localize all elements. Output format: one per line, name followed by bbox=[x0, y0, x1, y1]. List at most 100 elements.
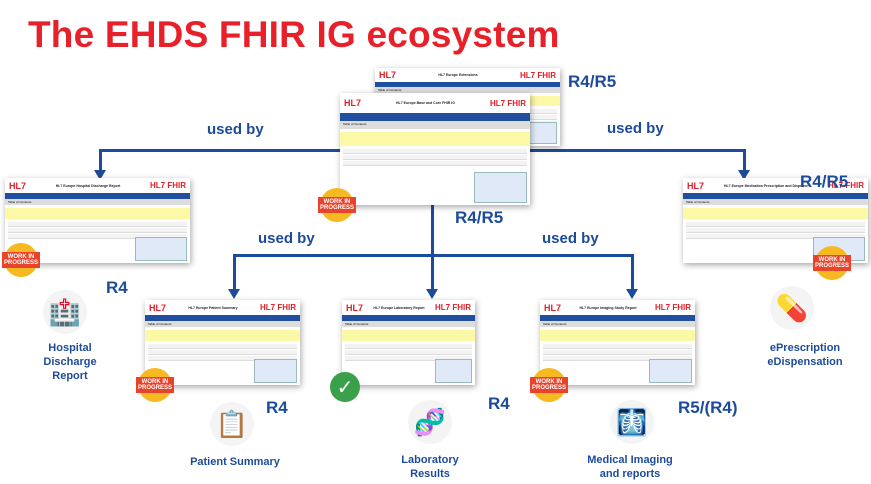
connector-bottom-horizontal bbox=[234, 254, 634, 257]
thumb-header: HL7 HL7 Europe Laboratory Report HL7 FHIR bbox=[342, 300, 475, 315]
arrow-down bbox=[738, 170, 750, 180]
label-line: Laboratory bbox=[401, 454, 459, 466]
version-base: R4/R5 bbox=[455, 208, 504, 227]
thumb-toc: Table of Contents bbox=[540, 321, 695, 328]
used-by-label: used by bbox=[207, 121, 264, 138]
arrow-down bbox=[228, 289, 240, 299]
thumb-notice bbox=[540, 330, 695, 342]
work-in-progress-badge: WORK IN PROGRESS bbox=[2, 243, 40, 277]
ig-thumbnail-hospital-discharge[interactable]: HL7 HL7 Europe Hospital Discharge Report H… bbox=[5, 178, 190, 263]
thumb-rows bbox=[345, 344, 472, 362]
label-line: and reports bbox=[599, 468, 661, 480]
badge-text: WORK IN PROGRESS bbox=[136, 377, 174, 393]
version-hdr: R4 bbox=[106, 278, 128, 297]
thumb-navbar bbox=[540, 315, 695, 322]
ig-thumbnail-imaging[interactable]: HL7 HL7 Europe Imaging Study Report HL7 FH… bbox=[540, 300, 695, 385]
hospital-icon: 🏥 bbox=[43, 290, 87, 334]
pills-icon: 💊 bbox=[770, 286, 814, 330]
ig-title: HL7 Europe Imaging Study Report bbox=[579, 305, 637, 310]
hl7-fhir-logo: HL7 FHIR bbox=[150, 181, 186, 191]
thumb-sidebar bbox=[473, 171, 527, 203]
connector-center-down bbox=[431, 200, 434, 256]
thumb-toc: Table of Contents bbox=[340, 120, 530, 129]
thumb-rows bbox=[8, 222, 187, 240]
label-hospital-discharge: Hospital Discharge Report bbox=[43, 342, 97, 382]
work-in-progress-badge: WORK IN PROGRESS bbox=[530, 368, 568, 402]
thumb-header: HL7 HL7 Europe Hospital Discharge Report H… bbox=[5, 178, 190, 193]
thumb-notice bbox=[342, 330, 475, 342]
ig-title: HL7 Europe Extensions bbox=[438, 73, 478, 78]
thumb-toc: Table of Contents bbox=[683, 199, 868, 206]
thumb-sidebar bbox=[135, 237, 187, 261]
label-line: eDispensation bbox=[767, 356, 843, 368]
hl7-logo: HL7 bbox=[346, 302, 364, 313]
label-line: ePrescription bbox=[769, 342, 841, 354]
hl7-logo: HL7 bbox=[379, 70, 397, 81]
clipboard-patient-icon: 📋 bbox=[210, 402, 254, 446]
hl7-fhir-logo: HL7 FHIR bbox=[655, 303, 691, 313]
hl7-logo: HL7 bbox=[544, 302, 562, 313]
thumb-navbar bbox=[5, 193, 190, 200]
label-eprescription: ePrescription eDispensation bbox=[760, 341, 850, 369]
version-img: R5/(R4) bbox=[678, 398, 738, 417]
thumb-toc: Table of Contents bbox=[145, 321, 300, 328]
label-line: Results bbox=[410, 468, 450, 480]
medical-imaging-icon: 🩻 bbox=[610, 400, 654, 444]
published-check-icon: ✓ bbox=[330, 372, 360, 402]
thumb-notice bbox=[340, 131, 530, 147]
thumb-rows bbox=[543, 344, 692, 362]
used-by-label: used by bbox=[542, 230, 599, 247]
used-by-label: used by bbox=[258, 230, 315, 247]
badge-text: WORK IN PROGRESS bbox=[530, 377, 568, 393]
thumb-sidebar bbox=[648, 359, 692, 383]
version-ps: R4 bbox=[266, 398, 288, 417]
work-in-progress-badge: WORK IN PROGRESS bbox=[318, 188, 356, 222]
thumb-navbar bbox=[342, 315, 475, 322]
used-by-label: used by bbox=[607, 120, 664, 137]
thumb-header: HL7 HL7 Europe Extensions HL7 FHIR bbox=[375, 68, 560, 82]
thumb-header: HL7 HL7 Europe Imaging Study Report HL7 FH… bbox=[540, 300, 695, 315]
version-mpd: R4/R5 bbox=[800, 172, 849, 191]
thumb-rows bbox=[148, 344, 297, 362]
thumb-navbar bbox=[683, 193, 868, 200]
thumb-toc: Table of Contents bbox=[342, 321, 475, 328]
ig-title: HL7 Europe Medication Prescription and D… bbox=[723, 183, 809, 188]
thumb-navbar bbox=[375, 82, 560, 88]
hl7-logo: HL7 bbox=[687, 180, 705, 191]
hl7-fhir-logo: HL7 FHIR bbox=[489, 98, 526, 108]
thumb-notice bbox=[5, 208, 190, 220]
hl7-fhir-logo: HL7 FHIR bbox=[434, 303, 471, 313]
hl7-logo: HL7 bbox=[9, 180, 27, 191]
hl7-fhir-logo: HL7 FHIR bbox=[520, 70, 556, 80]
ig-title: HL7 Europe Patient Summary bbox=[188, 305, 238, 310]
hl7-fhir-logo: HL7 FHIR bbox=[827, 181, 864, 191]
dna-test-tube-icon: 🧬 bbox=[408, 400, 452, 444]
thumb-sidebar bbox=[253, 359, 297, 383]
thumb-navbar bbox=[145, 315, 300, 322]
thumb-notice bbox=[145, 330, 300, 342]
ig-title: HL7 Europe Hospital Discharge Report bbox=[55, 183, 121, 188]
badge-text: WORK IN PROGRESS bbox=[2, 252, 40, 268]
label-line: Medical Imaging bbox=[587, 454, 673, 466]
label-imaging: Medical Imaging and reports bbox=[580, 453, 680, 481]
version-extensions: R4/R5 bbox=[568, 72, 617, 91]
version-lab: R4 bbox=[488, 394, 510, 413]
work-in-progress-badge: WORK IN PROGRESS bbox=[813, 246, 851, 280]
thumb-notice bbox=[683, 208, 868, 220]
slide-title: The EHDS FHIR IG ecosystem bbox=[28, 14, 560, 55]
thumb-rows bbox=[686, 222, 865, 240]
arrow-down bbox=[626, 289, 638, 299]
badge-text: WORK IN PROGRESS bbox=[813, 255, 851, 271]
thumb-navbar bbox=[340, 113, 530, 121]
ig-title: HL7 Europe Laboratory Report bbox=[373, 305, 425, 310]
hl7-fhir-logo: HL7 FHIR bbox=[259, 303, 296, 313]
connector-ps-down bbox=[233, 254, 236, 290]
ig-title: HL7 Europe Base and Core FHIR IG bbox=[396, 101, 455, 106]
thumb-toc: Table of Contents bbox=[375, 87, 560, 93]
